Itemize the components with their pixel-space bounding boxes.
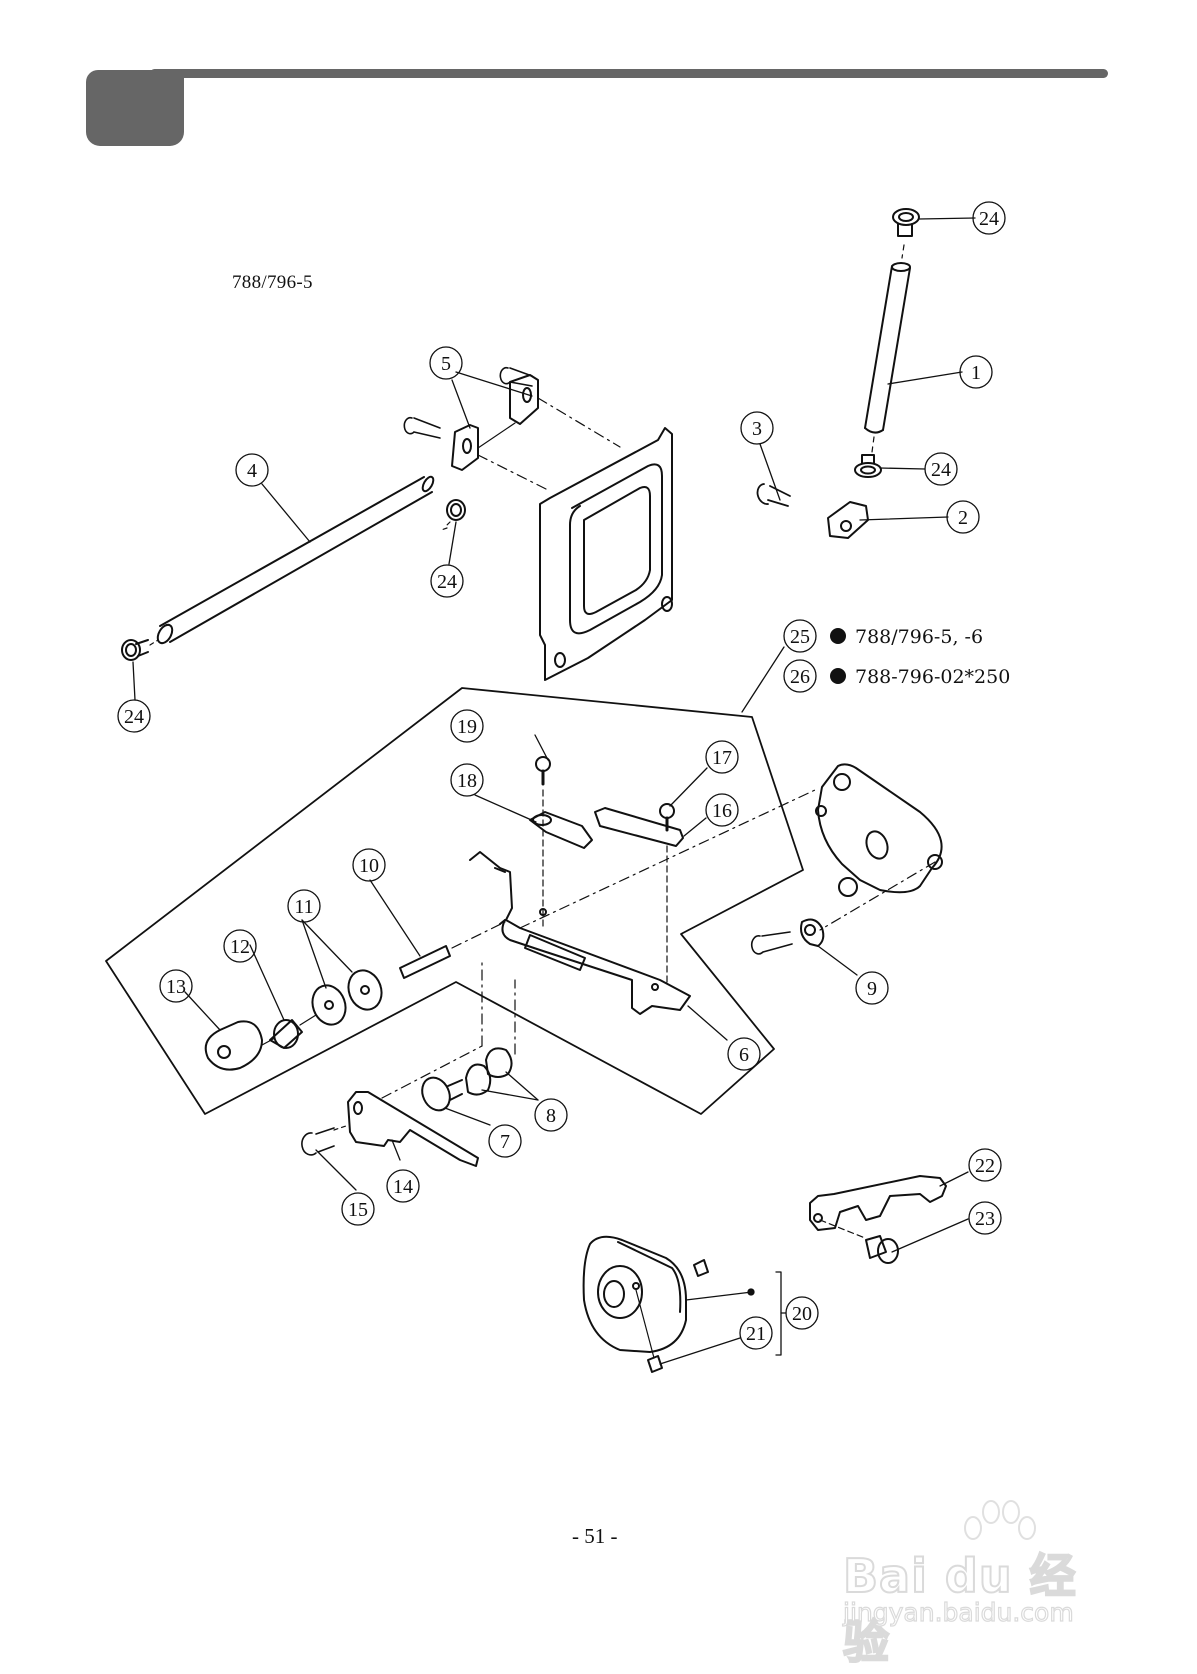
model-label: 788/796-5 xyxy=(232,272,313,293)
callout-label: 20 xyxy=(792,1303,812,1325)
callout-label: 15 xyxy=(348,1199,368,1221)
paw-icon xyxy=(964,1500,1036,1540)
callout-label: 24 xyxy=(979,208,999,230)
legend-text: 788-796-02*250 xyxy=(855,666,1010,688)
callout-11[interactable]: 11 xyxy=(287,889,321,923)
callout-10[interactable]: 10 xyxy=(352,848,386,882)
guide-9 xyxy=(750,918,825,955)
pulley-20-part xyxy=(582,1235,709,1373)
callout-22[interactable]: 22 xyxy=(968,1148,1002,1182)
callout-label: 10 xyxy=(359,855,379,877)
header-rule xyxy=(150,69,1108,78)
callout-label: 12 xyxy=(230,936,250,958)
callout-24-mid-right[interactable]: 24 xyxy=(924,452,958,486)
watermark-main-text: Bai du 经验 xyxy=(842,1548,1077,1670)
callout-6[interactable]: 6 xyxy=(727,1037,761,1071)
bullet-icon xyxy=(830,628,846,644)
callout-18[interactable]: 18 xyxy=(450,763,484,797)
callout-7[interactable]: 7 xyxy=(488,1124,522,1158)
callout-24-top[interactable]: 24 xyxy=(972,201,1006,235)
callout-9[interactable]: 9 xyxy=(855,971,889,1005)
section-tab xyxy=(86,70,184,146)
callout-1[interactable]: 1 xyxy=(959,355,993,389)
base-bracket-6 xyxy=(469,789,816,1015)
bracket-5-parts xyxy=(403,366,621,491)
legend-25: 788/796-5, -6 xyxy=(830,626,983,648)
callout-12[interactable]: 12 xyxy=(223,929,257,963)
callout-24-middle[interactable]: 24 xyxy=(430,564,464,598)
callout-label: 6 xyxy=(739,1044,749,1066)
callout-26[interactable]: 26 xyxy=(783,659,817,693)
arm-22-part xyxy=(809,1175,947,1264)
rod-4-part xyxy=(121,475,466,661)
callout-label: 24 xyxy=(437,571,457,593)
callout-label: 22 xyxy=(975,1155,995,1177)
callout-label: 16 xyxy=(712,800,732,822)
callout-label: 19 xyxy=(457,716,477,738)
callout-24-left[interactable]: 24 xyxy=(117,699,151,733)
rod-1-part xyxy=(756,208,920,539)
leader-lines xyxy=(132,217,976,1365)
callout-17[interactable]: 17 xyxy=(705,740,739,774)
callout-13[interactable]: 13 xyxy=(159,969,193,1003)
callout-23[interactable]: 23 xyxy=(968,1201,1002,1235)
callout-5[interactable]: 5 xyxy=(429,346,463,380)
callout-label: 7 xyxy=(500,1131,510,1153)
callout-label: 17 xyxy=(712,747,732,769)
callout-20[interactable]: 20 xyxy=(785,1296,819,1330)
callout-4[interactable]: 4 xyxy=(235,453,269,487)
tension-parts xyxy=(204,921,506,1071)
callout-label: 21 xyxy=(746,1323,766,1345)
callout-label: 2 xyxy=(958,507,968,529)
callout-label: 1 xyxy=(971,362,981,384)
callout-label: 18 xyxy=(457,770,477,792)
callout-19[interactable]: 19 xyxy=(450,709,484,743)
callout-label: 13 xyxy=(166,976,186,998)
callout-label: 9 xyxy=(867,978,877,1000)
callout-label: 3 xyxy=(752,418,762,440)
mounting-plate xyxy=(539,427,673,681)
callout-label: 8 xyxy=(546,1105,556,1127)
page-number: - 51 - xyxy=(572,1524,618,1548)
callout-label: 23 xyxy=(975,1208,995,1230)
legend-26: 788-796-02*250 xyxy=(830,666,1010,688)
callout-label: 11 xyxy=(294,896,313,918)
callout-14[interactable]: 14 xyxy=(386,1169,420,1203)
watermark-sub-text: jingyan.baidu.com xyxy=(842,1597,1074,1627)
callout-3[interactable]: 3 xyxy=(740,411,774,445)
callout-16[interactable]: 16 xyxy=(705,793,739,827)
baidu-watermark: Bai du 经验 jingyan.baidu.com xyxy=(842,1498,1123,1670)
callout-label: 4 xyxy=(247,460,257,482)
cover-plate xyxy=(815,763,943,931)
callout-8[interactable]: 8 xyxy=(534,1098,568,1132)
callout-label: 26 xyxy=(790,666,810,688)
legend-text: 788/796-5, -6 xyxy=(855,626,983,648)
callout-15[interactable]: 15 xyxy=(341,1192,375,1226)
callout-2[interactable]: 2 xyxy=(946,500,980,534)
lever-parts xyxy=(301,961,516,1167)
assembly-group-outline xyxy=(105,687,804,1115)
parts-16-to-19 xyxy=(529,756,684,986)
callout-label: 24 xyxy=(931,459,951,481)
bullet-icon xyxy=(830,668,846,684)
callout-label: 14 xyxy=(393,1176,413,1198)
callout-25[interactable]: 25 xyxy=(783,619,817,653)
callout-label: 5 xyxy=(441,353,451,375)
callout-label: 24 xyxy=(124,706,144,728)
callout-21[interactable]: 21 xyxy=(739,1316,773,1350)
callout-label: 25 xyxy=(790,626,810,648)
